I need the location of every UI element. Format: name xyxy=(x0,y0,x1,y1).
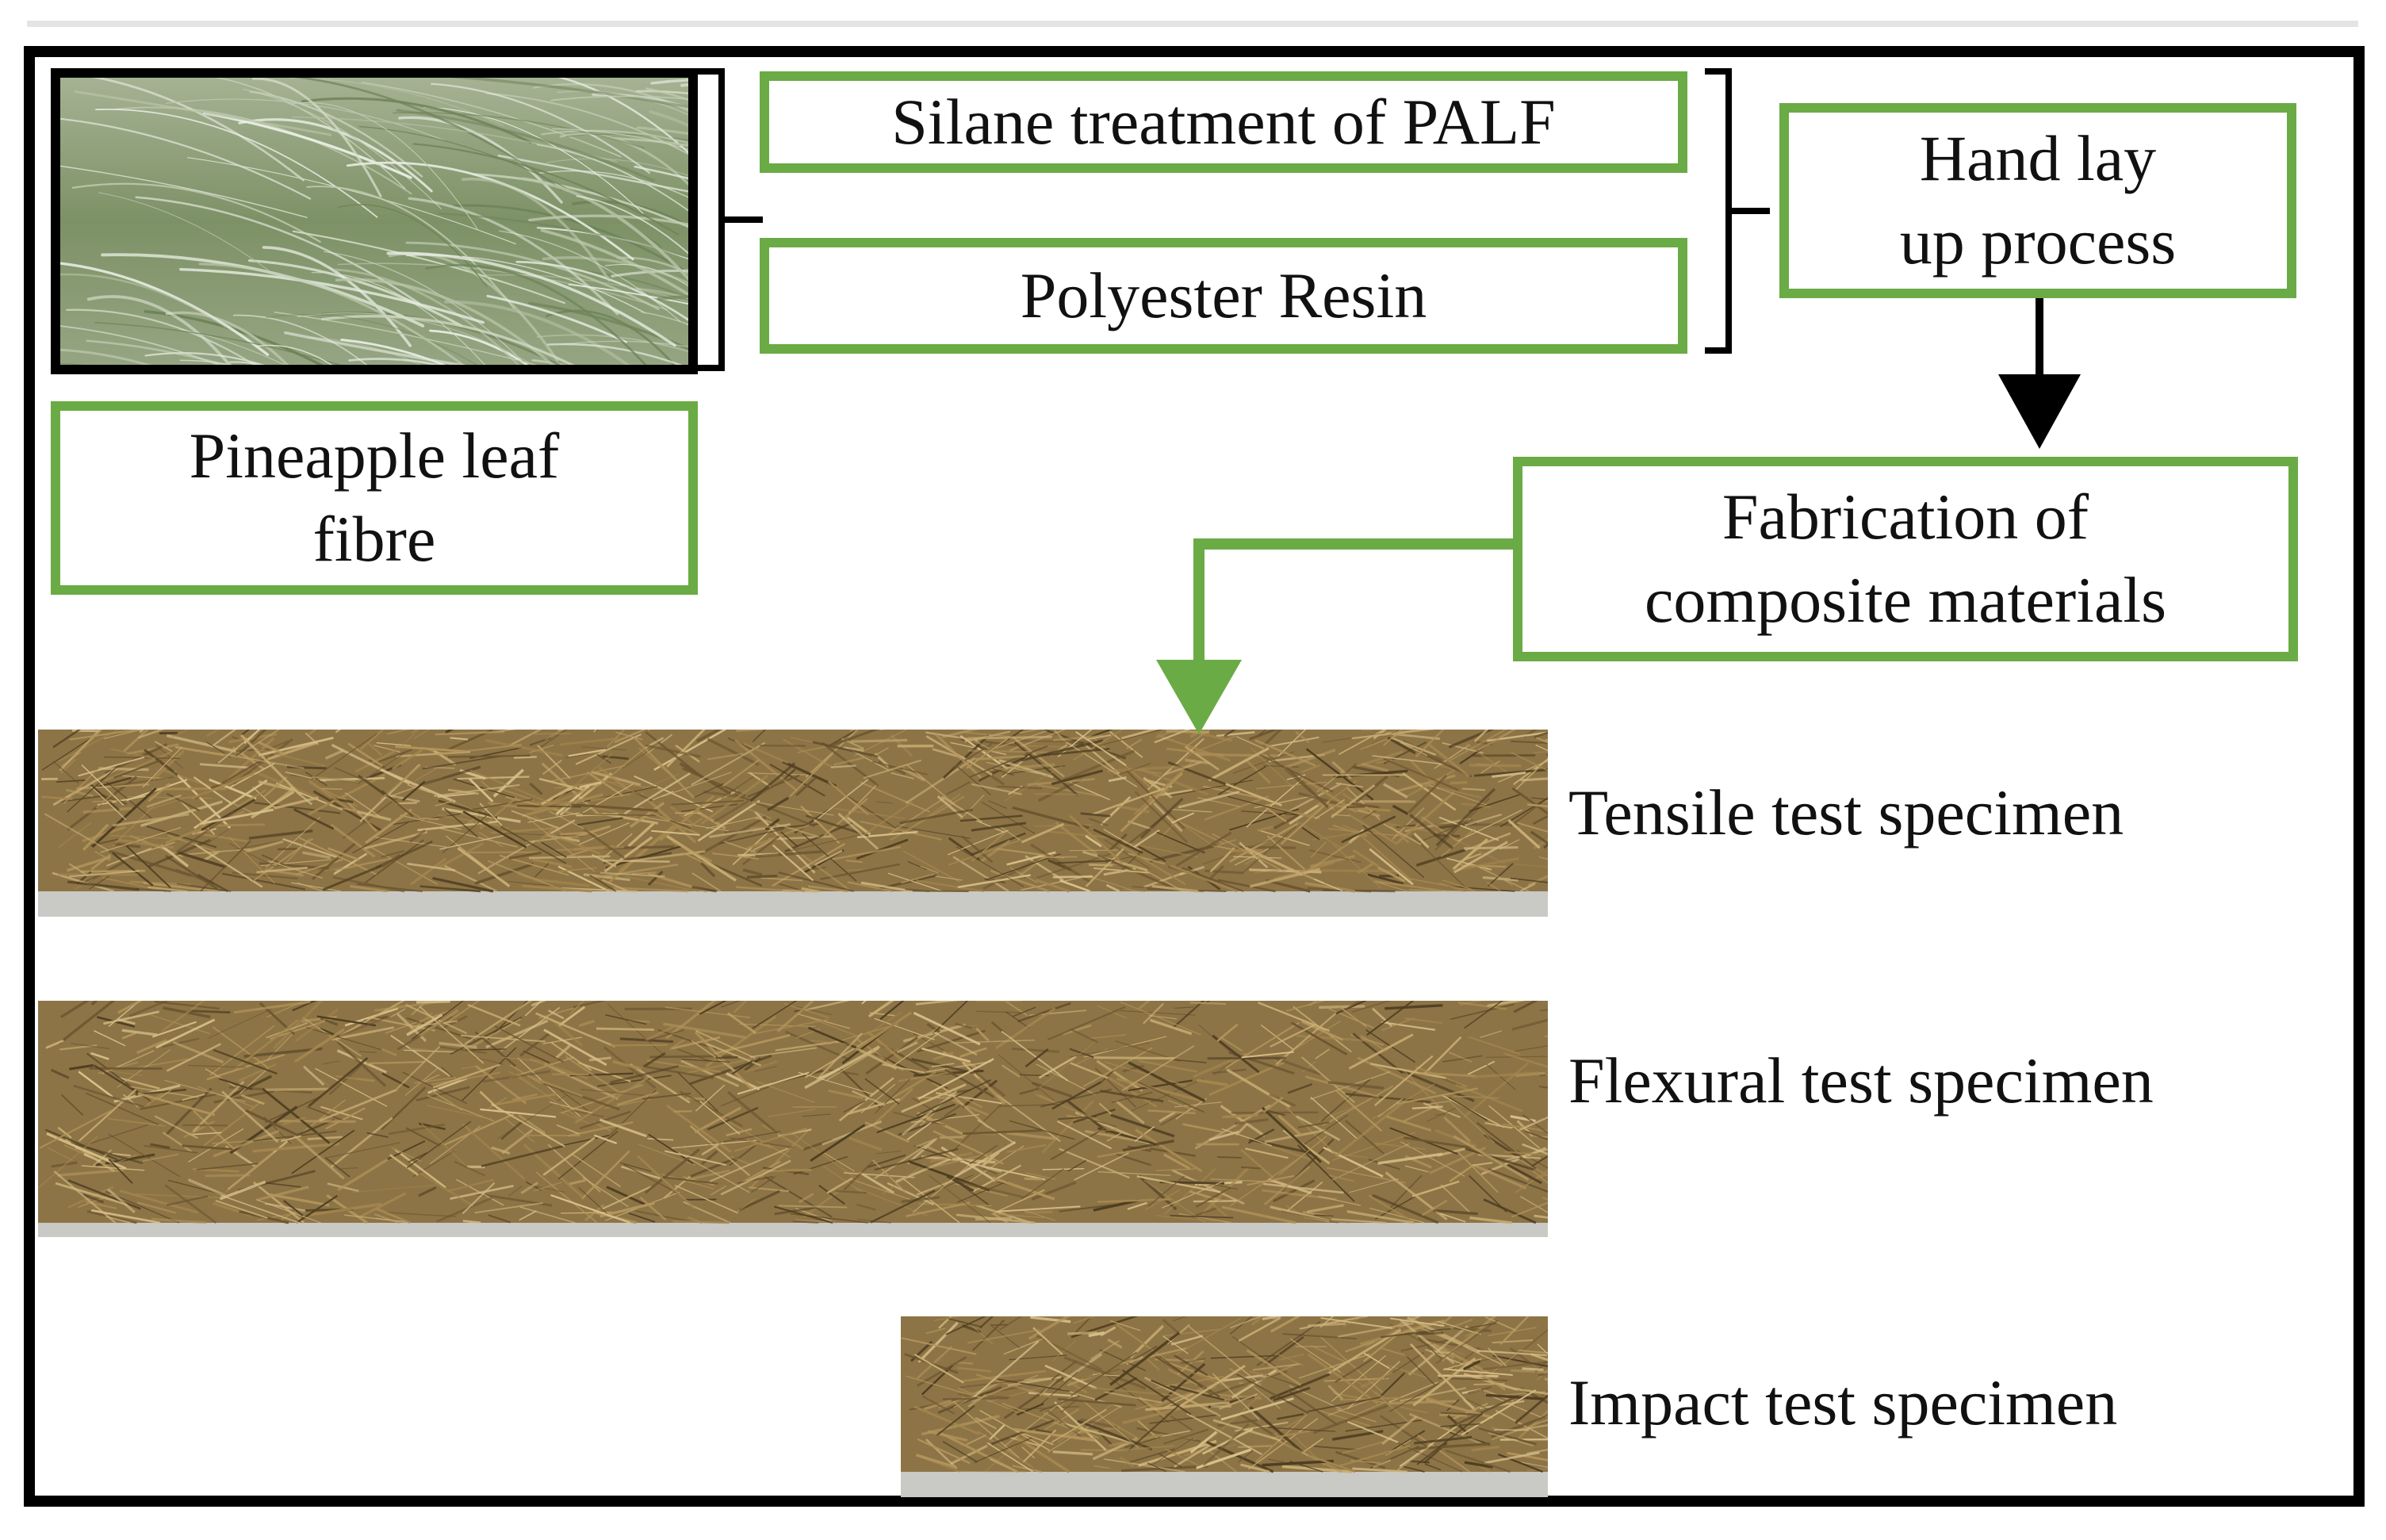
fabrication-line2: composite materials xyxy=(1644,564,2167,636)
impact-specimen-photo xyxy=(901,1316,1548,1497)
flexural-specimen-photo xyxy=(38,1001,1548,1237)
hand-layup-line2: up process xyxy=(1899,205,2177,278)
tensile-specimen-photo xyxy=(38,730,1548,917)
pineapple-leaf-fibre-box: Pineapple leaf fibre xyxy=(51,401,698,595)
tensile-specimen-label: Tensile test specimen xyxy=(1568,776,2124,849)
pineapple-box-line1: Pineapple leaf xyxy=(189,419,560,492)
hand-layup-box: Hand lay up process xyxy=(1779,103,2296,298)
impact-specimen-label: Impact test specimen xyxy=(1568,1366,2118,1438)
fabrication-line1: Fabrication of xyxy=(1722,481,2089,554)
pineapple-fibre-photo xyxy=(51,68,698,374)
silane-treatment-box: Silane treatment of PALF xyxy=(760,71,1687,173)
hand-layup-line1: Hand lay xyxy=(1919,122,2157,195)
pineapple-box-line2: fibre xyxy=(312,503,436,575)
fabrication-box: Fabrication of composite materials xyxy=(1513,457,2298,661)
silane-treatment-label: Silane treatment of PALF xyxy=(891,85,1556,158)
flexural-specimen-label: Flexural test specimen xyxy=(1568,1044,2154,1117)
polyester-resin-box: Polyester Resin xyxy=(760,238,1687,354)
top-rule xyxy=(27,21,2358,27)
figure-frame xyxy=(24,46,2365,1507)
polyester-resin-label: Polyester Resin xyxy=(1020,259,1427,331)
